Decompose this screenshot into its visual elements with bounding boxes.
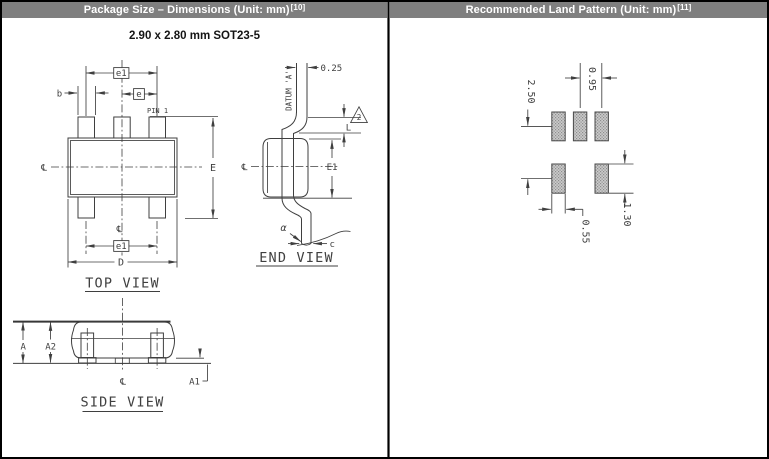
land-pad bbox=[572, 111, 588, 142]
drawing-path bbox=[293, 116, 312, 244]
dim-label-pad-width: 0.55 bbox=[580, 219, 591, 243]
centerline-symbol-end: ℄ bbox=[241, 163, 248, 173]
drawing-shape bbox=[43, 339, 59, 352]
dim-label-c: c bbox=[330, 240, 335, 250]
left-panel-header-text: Package Size – Dimensions (Unit: mm) bbox=[83, 4, 290, 16]
pin-top-3 bbox=[148, 116, 166, 139]
land-pattern-drawing: 0.95 2.50 1.30 0.55 bbox=[521, 63, 634, 244]
side-view-title: SIDE VIEW bbox=[81, 395, 165, 411]
dim-label-A2: A2 bbox=[45, 343, 56, 353]
dim-label-A1: A1 bbox=[189, 378, 200, 388]
dim-label-pad-pitch-x: 0.95 bbox=[586, 67, 597, 91]
drawing-shape bbox=[113, 240, 130, 252]
drawing-line bbox=[289, 233, 302, 242]
drawing-shape bbox=[70, 140, 175, 195]
centerline-symbol-side: ℄ bbox=[119, 378, 126, 388]
drawing-shape bbox=[114, 255, 128, 267]
dim-label-e1-top: e1 bbox=[116, 69, 127, 79]
land-pad bbox=[594, 163, 609, 194]
drawing-path bbox=[281, 111, 302, 244]
side-view-drawing: ℄ A A2 A1 SIDE VIEW bbox=[13, 298, 211, 412]
dim-label-L: L bbox=[346, 124, 351, 134]
pin-bottom-2 bbox=[148, 196, 166, 219]
right-header-footnote-ref: [11] bbox=[677, 2, 692, 12]
dim-label-E: E bbox=[210, 163, 216, 174]
top-view-body bbox=[67, 137, 178, 198]
dim-label-D: D bbox=[118, 258, 124, 269]
package-title: 2.90 x 2.80 mm SOT23-5 bbox=[128, 30, 261, 42]
top-view-title: TOP VIEW bbox=[85, 276, 160, 292]
dim-label-A: A bbox=[20, 343, 26, 353]
pin-top-1 bbox=[77, 116, 95, 139]
end-view-title: END VIEW bbox=[259, 250, 334, 266]
end-view-drawing: ℄ 0.25 DATUM 'A' 2 L E1 α c bbox=[241, 63, 369, 267]
drawing-shape bbox=[17, 340, 30, 352]
datum-a-label: DATUM 'A' bbox=[285, 70, 294, 111]
pin-bottom-1 bbox=[77, 196, 95, 219]
land-pad bbox=[551, 163, 566, 194]
dim-label-e: e bbox=[136, 90, 141, 100]
note-flag-triangle bbox=[349, 105, 369, 124]
drawing-shape bbox=[133, 88, 145, 100]
end-view-body bbox=[262, 138, 309, 198]
centerline-symbol-left: ℄ bbox=[40, 164, 47, 174]
dim-label-E1: E1 bbox=[327, 163, 338, 173]
top-view-drawing: e1 b e PIN 1 E ℄ ℄ e1 D bbox=[40, 60, 218, 292]
left-header-footnote-ref: [10] bbox=[290, 2, 306, 12]
dim-label-e1-bottom: e1 bbox=[116, 242, 127, 252]
dim-label-alpha: α bbox=[280, 223, 287, 234]
land-pad bbox=[594, 111, 609, 142]
pin-top-2 bbox=[113, 116, 131, 139]
right-panel-header: Recommended Land Pattern (Unit: mm)[11] bbox=[390, 2, 767, 18]
land-pad bbox=[551, 111, 566, 142]
drawing-path bbox=[296, 230, 351, 246]
left-panel-header: Package Size – Dimensions (Unit: mm)[10] bbox=[2, 2, 387, 18]
drawing-path bbox=[301, 243, 312, 246]
centerline-symbol-bottom: ℄ bbox=[116, 225, 123, 235]
drawing-shape bbox=[113, 67, 130, 79]
dim-label-lead-offset: 0.25 bbox=[321, 64, 343, 74]
dim-label-row-pitch: 2.50 bbox=[525, 79, 536, 103]
dim-label-b: b bbox=[57, 90, 62, 100]
right-panel-header-text: Recommended Land Pattern (Unit: mm) bbox=[465, 4, 677, 16]
note-flag-number: 2 bbox=[357, 113, 362, 122]
dim-label-pad-height: 1.30 bbox=[621, 202, 632, 226]
pin1-label: PIN 1 bbox=[147, 107, 168, 115]
